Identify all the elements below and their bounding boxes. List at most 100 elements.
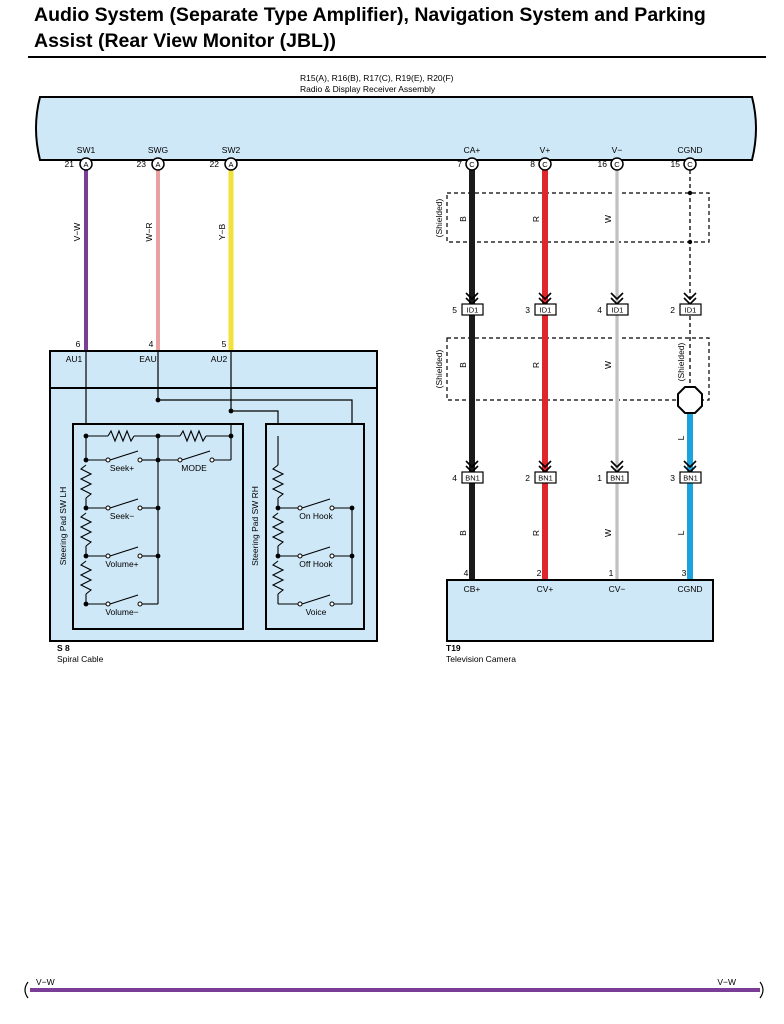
svg-text:A: A: [83, 160, 88, 169]
camera-pin-2: 2: [537, 568, 542, 578]
switch-label-seek-plus: Seek+: [110, 463, 134, 473]
spiral-pin-4: 4: [149, 339, 154, 349]
receiver-connector-v-plus: C 8: [530, 157, 552, 171]
terminal-label-swg: SWG: [148, 145, 168, 155]
svg-text:4: 4: [452, 473, 457, 483]
receiver-connector-swg: A 23: [137, 157, 165, 171]
svg-text:C: C: [614, 160, 620, 169]
terminal-label-v-minus: V−: [612, 145, 623, 155]
svg-text:2: 2: [670, 305, 675, 315]
svg-text:ID1: ID1: [612, 306, 624, 315]
receiver-connectors: R15(A), R16(B), R17(C), R19(E), R20(F): [300, 73, 454, 83]
camera-pin-3: 3: [682, 568, 687, 578]
title-line-1: Audio System (Separate Type Amplifier), …: [34, 4, 706, 26]
receiver-connector-cgnd: C 15: [671, 157, 697, 171]
svg-text:ID1: ID1: [467, 306, 479, 315]
terminal-label-ca-plus: CA+: [464, 145, 481, 155]
receiver-connector-ca-plus: C 7: [457, 157, 479, 171]
svg-text:4: 4: [597, 305, 602, 315]
bottom-wire-break-left: [24, 981, 29, 999]
shield-tap-dot: [687, 190, 693, 196]
wire-code-upper-r: R: [531, 216, 541, 222]
steering-pad-rh-title: Steering Pad SW RH: [250, 486, 260, 566]
svg-text:7: 7: [457, 159, 462, 169]
wire-code-middle-b: B: [458, 362, 468, 368]
title-line-2: Assist (Rear View Monitor (JBL)): [34, 30, 336, 52]
svg-text:15: 15: [671, 159, 681, 169]
spiral-label-au2: AU2: [211, 354, 228, 364]
svg-text:5: 5: [452, 305, 457, 315]
receiver-connector-sw2: A 22: [210, 157, 238, 171]
wire-code-lower-l: L: [676, 530, 686, 535]
shielded-label-lower-left: (Shielded): [434, 349, 444, 388]
svg-text:1: 1: [597, 473, 602, 483]
lh-switch-contacts: [105, 457, 215, 607]
receiver-connector-v-minus: C 16: [598, 157, 624, 171]
camera-pin-4: 4: [464, 568, 469, 578]
rh-junctions: [275, 505, 355, 559]
wire-code-lower-b: B: [458, 530, 468, 536]
switch-label-seek-minus: Seek−: [110, 511, 134, 521]
svg-text:3: 3: [525, 305, 530, 315]
switch-label-mode: MODE: [181, 463, 207, 473]
svg-text:16: 16: [598, 159, 608, 169]
connector-bn1-1: BN1 4: [452, 460, 484, 484]
svg-text:ID1: ID1: [540, 306, 552, 315]
connector-id1-2: ID1 3: [525, 292, 557, 316]
terminal-label-v-plus: V+: [540, 145, 551, 155]
wire-code-w-r: W−R: [144, 222, 154, 241]
junction-dot: [155, 397, 161, 403]
title-rule: [28, 56, 766, 58]
svg-text:ID1: ID1: [685, 306, 697, 315]
steering-pad-lh-title: Steering Pad SW LH: [58, 487, 68, 565]
shielded-label-lower-right: (Shielded): [676, 342, 686, 381]
connector-id1-4: ID1 2: [670, 292, 702, 316]
spiral-pin-6: 6: [76, 339, 81, 349]
junction-dot: [228, 408, 234, 414]
switch-label-on-hook: On Hook: [299, 511, 333, 521]
connector-id1-3: ID1 4: [597, 292, 629, 316]
television-camera-box: [446, 579, 714, 642]
wire-code-lower-w: W: [603, 529, 613, 537]
spiral-cable-name: Spiral Cable: [57, 654, 104, 664]
wire-code-upper-b: B: [458, 216, 468, 222]
camera-label-cgnd: CGND: [677, 584, 702, 594]
receiver-name: Radio & Display Receiver Assembly: [300, 84, 436, 94]
bottom-wire-label-left: V−W: [36, 977, 55, 987]
steering-pad-rh-box: [265, 423, 365, 630]
spiral-label-au1: AU1: [66, 354, 83, 364]
shield-tap-dot: [687, 239, 693, 245]
wire-code-middle-r: R: [531, 362, 541, 368]
spiral-label-eau: EAU: [139, 354, 156, 364]
svg-text:BN1: BN1: [683, 474, 698, 483]
shield-box-lower: [446, 337, 710, 401]
svg-text:21: 21: [65, 159, 75, 169]
connector-bn1-3: BN1 1: [597, 460, 629, 484]
svg-text:2: 2: [525, 473, 530, 483]
svg-text:A: A: [155, 160, 160, 169]
switch-label-volume-plus: Volume+: [105, 559, 138, 569]
rh-switch-contacts: [297, 505, 335, 607]
svg-text:BN1: BN1: [465, 474, 480, 483]
wire-code-lower-r: R: [531, 530, 541, 536]
connector-id1-1: ID1 5: [452, 292, 484, 316]
svg-text:A: A: [228, 160, 233, 169]
lh-junctions: [83, 433, 234, 607]
wire-code-middle-l: L: [676, 435, 686, 440]
wire-code-middle-w: W: [603, 361, 613, 369]
wire-code-upper-w: W: [603, 215, 613, 223]
camera-id: T19: [446, 643, 461, 653]
shield-box-upper: [446, 192, 710, 243]
page-title: Audio System (Separate Type Amplifier), …: [34, 2, 764, 54]
bottom-wire-label-right: V−W: [717, 977, 736, 987]
svg-text:C: C: [687, 160, 693, 169]
connector-bn1-4: BN1 3: [670, 460, 702, 484]
connector-bn1-2: BN1 2: [525, 460, 557, 484]
spiral-pin-5: 5: [222, 339, 227, 349]
shielded-label-upper: (Shielded): [434, 198, 444, 237]
svg-text:8: 8: [530, 159, 535, 169]
camera-pin-1: 1: [609, 568, 614, 578]
switch-label-voice: Voice: [306, 607, 327, 617]
svg-text:3: 3: [670, 473, 675, 483]
